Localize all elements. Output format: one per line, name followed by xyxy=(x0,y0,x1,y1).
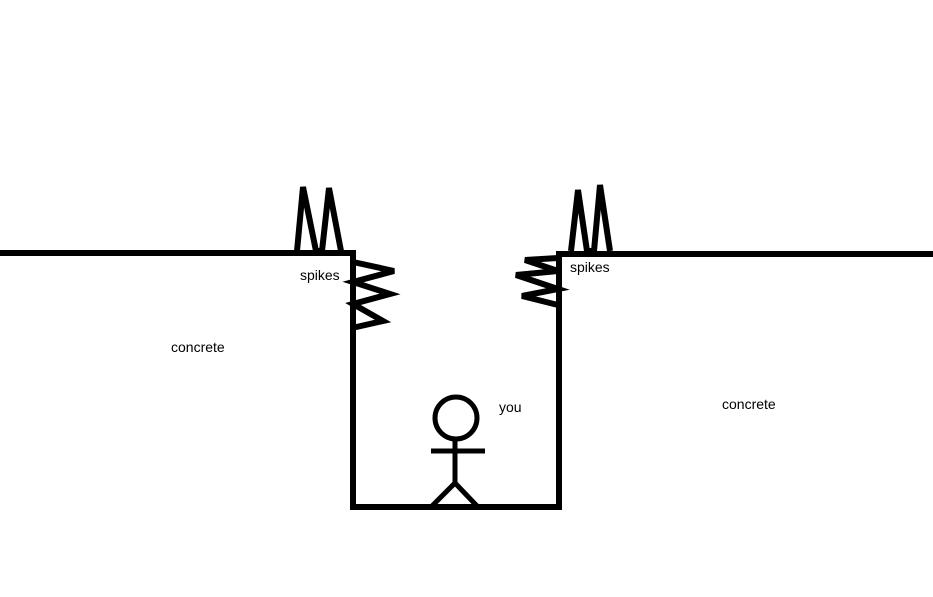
right-wall-spikes xyxy=(515,255,570,308)
you-label: you xyxy=(499,399,522,415)
stick-figure-head xyxy=(432,394,480,442)
left-wall-spikes xyxy=(342,259,401,331)
pit-outline xyxy=(350,250,562,510)
concrete-label-left: concrete xyxy=(171,339,225,355)
right-top-spikes xyxy=(568,184,613,254)
stick-figure-legs xyxy=(430,479,479,508)
left-top-spikes xyxy=(294,186,344,254)
concrete-label-right: concrete xyxy=(722,396,776,412)
spikes-label-left: spikes xyxy=(300,267,340,283)
spikes-label-right: spikes xyxy=(570,259,610,275)
stick-figure xyxy=(430,394,485,508)
